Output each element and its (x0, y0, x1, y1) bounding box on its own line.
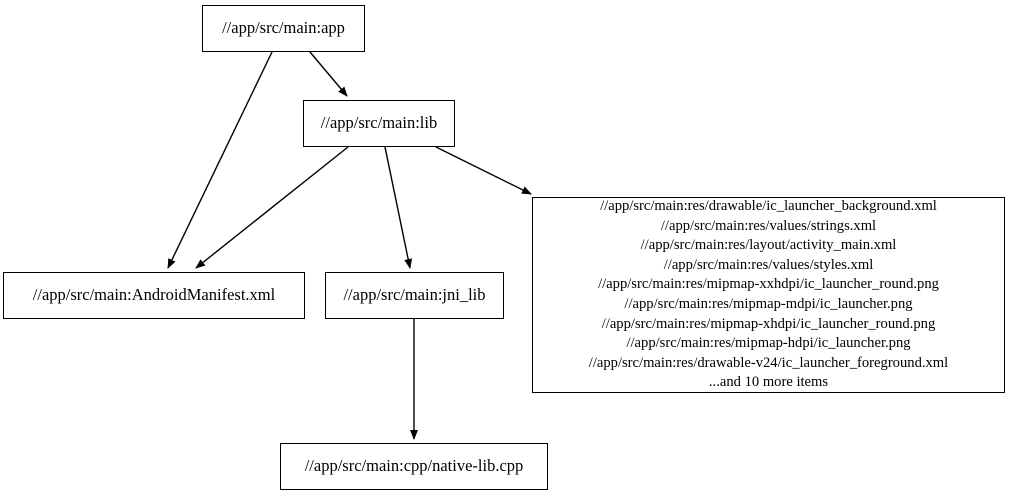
edge-app-to-lib (309, 51, 348, 97)
graph-node-android-manifest[interactable]: //app/src/main:AndroidManifest.xml (3, 272, 305, 319)
graph-node-android-manifest-label: //app/src/main:AndroidManifest.xml (32, 285, 276, 305)
graph-node-app[interactable]: //app/src/main:app (202, 5, 365, 52)
edge-lib-to-jni-lib (384, 146, 413, 269)
graph-node-jni-lib[interactable]: //app/src/main:jni_lib (325, 272, 504, 319)
graph-node-jni-lib-label: //app/src/main:jni_lib (343, 285, 486, 305)
edge-app-to-manifest (167, 51, 273, 269)
graph-node-native-lib-cpp-label: //app/src/main:cpp/native-lib.cpp (304, 456, 524, 476)
graph-node-res-collection[interactable]: //app/src/main:res/drawable/ic_launcher_… (532, 197, 1005, 393)
graph-node-native-lib-cpp[interactable]: //app/src/main:cpp/native-lib.cpp (280, 443, 548, 490)
graph-node-res-collection-label: //app/src/main:res/drawable/ic_launcher_… (588, 198, 949, 391)
edge-lib-to-manifest (195, 146, 349, 269)
graph-node-lib-label: //app/src/main:lib (320, 113, 438, 133)
graph-node-lib[interactable]: //app/src/main:lib (303, 100, 455, 147)
edge-lib-to-res (435, 146, 532, 195)
graph-node-app-label: //app/src/main:app (222, 18, 345, 38)
